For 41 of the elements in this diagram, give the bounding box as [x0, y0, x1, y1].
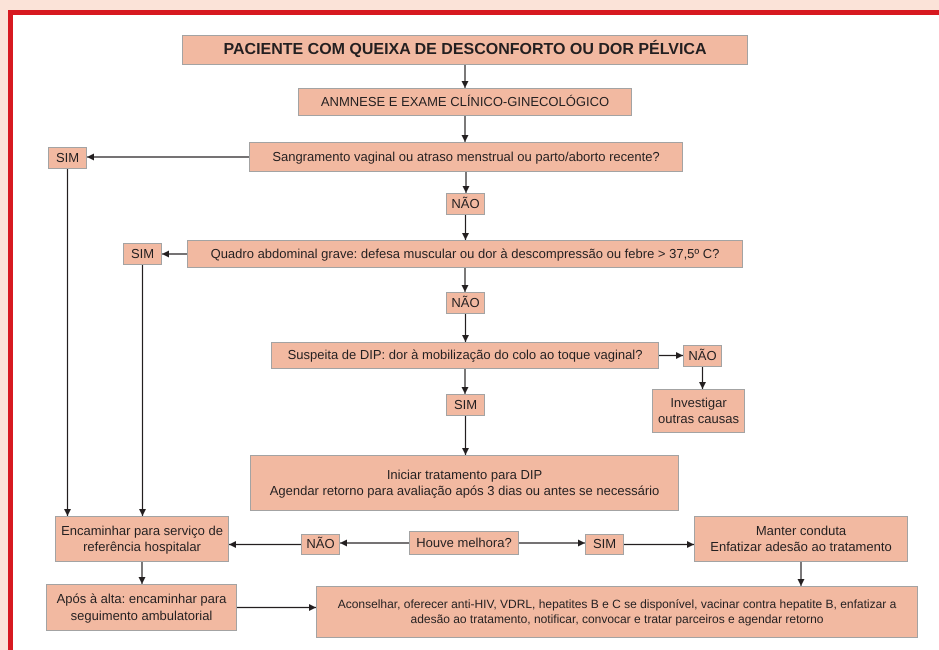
arrow — [519, 540, 585, 546]
flow-box: Investigar outras causas — [652, 389, 745, 433]
arrow — [340, 540, 409, 546]
flow-box: SIM — [446, 394, 485, 416]
process-box: Manter conduta Enfatizar adesão ao tratamento — [694, 516, 908, 562]
arrow — [699, 367, 706, 389]
arrow — [462, 172, 470, 193]
flow-box: Sangramento vaginal ou atraso menstrual ou parto/aborto recente? — [249, 142, 683, 172]
arrow — [162, 250, 187, 258]
flow-box: SIM — [585, 534, 624, 555]
flow-box: SIM — [123, 243, 162, 265]
flow-box: ANMNESE E EXAME CLÍNICO-GINECOLÓGICO — [298, 88, 632, 116]
flow-box: Houve melhora? — [409, 531, 519, 555]
arrow — [462, 215, 469, 240]
arrow — [462, 314, 469, 342]
flow-box: NÃO — [446, 292, 485, 314]
flow-box: SIM — [48, 147, 87, 169]
flow-box: NÃO — [446, 193, 485, 215]
arrow — [64, 169, 71, 516]
arrow — [229, 541, 301, 548]
arrow — [462, 116, 468, 142]
arrow — [87, 154, 249, 160]
flow-box: NÃO — [683, 345, 722, 367]
arrow — [237, 604, 316, 611]
arrow — [462, 268, 468, 292]
flow-box: Encaminhar para serviço de referência hospitalar — [55, 516, 229, 562]
flow-box: NÃO — [301, 534, 340, 555]
flow-box: Aconselhar, oferecer anti-HIV, VDRL, hepatites B e C se disponível, vacinar contra hepatite B, enfatizar a adesão ao tratamento, notificar, convocar e tratar parceiros e agendar retorno — [316, 586, 918, 638]
flow-box: Suspeita de DIP: dor à mobilização do colo ao toque vaginal? — [271, 342, 659, 369]
arrow — [462, 65, 468, 88]
arrow — [659, 352, 683, 359]
arrow — [138, 562, 146, 584]
flow-box: Quadro abdominal grave: defesa muscular ou dor à descompressão ou febre > 37,5º C? — [187, 240, 743, 268]
arrow — [462, 416, 469, 455]
arrow — [139, 265, 146, 516]
process-box: Iniciar tratamento para DIP Agendar retorno para avaliação após 3 dias ou antes se necessário — [250, 455, 679, 511]
arrow — [798, 562, 804, 586]
arrow — [462, 369, 468, 394]
arrow — [624, 541, 694, 548]
title-box: PACIENTE COM QUEIXA DE DESCONFORTO OU DOR PÉLVICA — [182, 35, 748, 65]
flow-box: Após à alta: encaminhar para seguimento ambulatorial — [46, 584, 237, 631]
